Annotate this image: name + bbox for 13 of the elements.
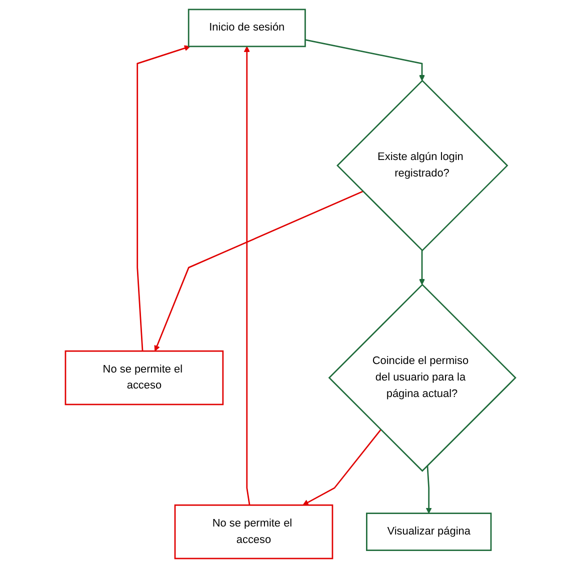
node-box: Inicio de sesión <box>187 8 306 48</box>
arrow <box>425 465 432 514</box>
arrow <box>243 46 250 506</box>
node-box: No se permite el acceso <box>64 350 224 406</box>
node-box: No se permite el acceso <box>174 504 333 560</box>
node-diamond: Existe algún login registrado? <box>336 80 508 252</box>
arrow <box>304 39 425 81</box>
arrow <box>302 429 381 506</box>
node-diamond: Coincide el permiso del usuario para la página actual? <box>328 284 516 472</box>
node-box: Visualizar página <box>366 512 492 551</box>
arrow <box>136 45 190 352</box>
arrow <box>154 190 363 352</box>
arrow <box>418 250 425 285</box>
